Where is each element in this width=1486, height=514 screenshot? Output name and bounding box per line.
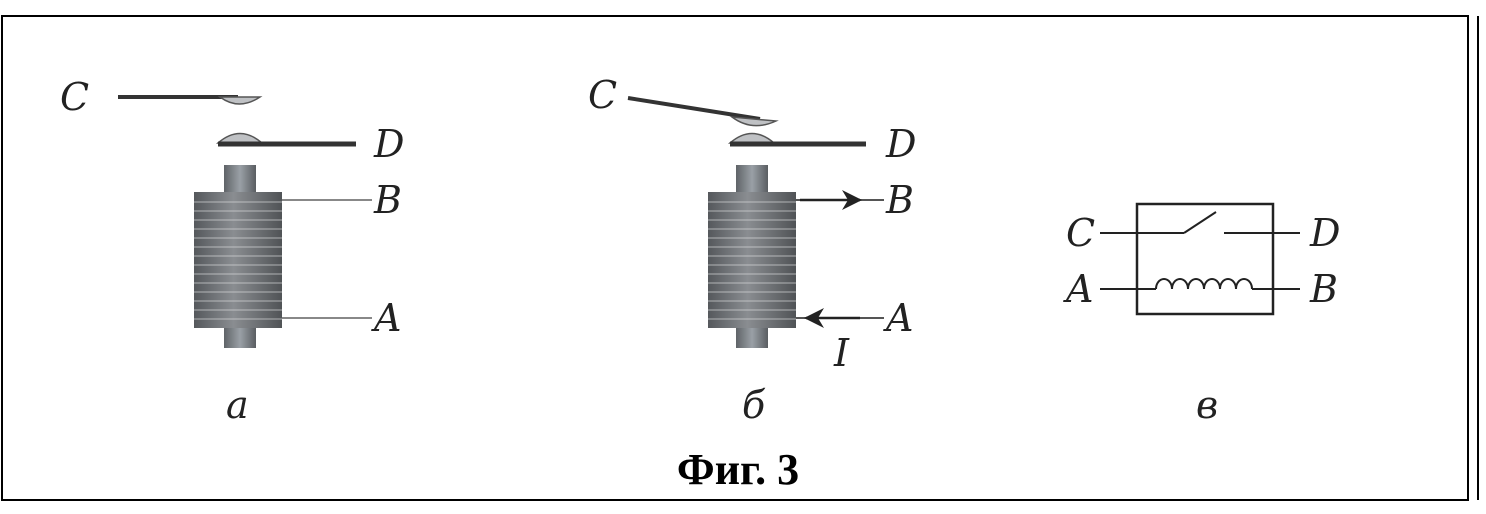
relay-symbol-box — [1135, 202, 1275, 316]
coil-symbol — [1155, 278, 1253, 290]
label-c: C — [1066, 211, 1095, 255]
label-c: C — [60, 75, 89, 119]
panel-caption: б — [742, 383, 766, 427]
coil — [708, 192, 796, 328]
coil-windings — [194, 201, 282, 320]
panel-b: C D B A I б — [588, 73, 916, 427]
label-current: I — [833, 331, 850, 375]
core-bottom — [736, 326, 768, 348]
label-d: D — [885, 122, 916, 166]
label-a: A — [371, 296, 401, 340]
label-a: A — [883, 296, 913, 340]
contact-c-arm — [627, 96, 761, 121]
contact-c-tip — [217, 96, 263, 105]
label-b: B — [373, 178, 402, 222]
core-top — [736, 165, 768, 193]
core-top — [224, 165, 256, 193]
label-c: C — [588, 73, 617, 117]
panel-a: C D B A а — [60, 75, 404, 427]
label-a: A — [1063, 267, 1093, 311]
label-b: B — [885, 178, 914, 222]
outer-frame — [1, 15, 1469, 501]
coil-windings — [708, 201, 796, 320]
core-bottom — [224, 326, 256, 348]
label-d: D — [373, 122, 404, 166]
panel-caption: в — [1196, 383, 1218, 427]
contact-c-tip — [729, 116, 779, 127]
figure-caption: Фиг. 3 — [677, 445, 799, 494]
switch-blade — [1183, 211, 1217, 234]
label-d: D — [1309, 211, 1340, 255]
coil — [194, 192, 282, 328]
panel-v: C D A B в — [1063, 202, 1340, 427]
panel-caption: а — [226, 383, 249, 427]
label-b: B — [1309, 267, 1338, 311]
